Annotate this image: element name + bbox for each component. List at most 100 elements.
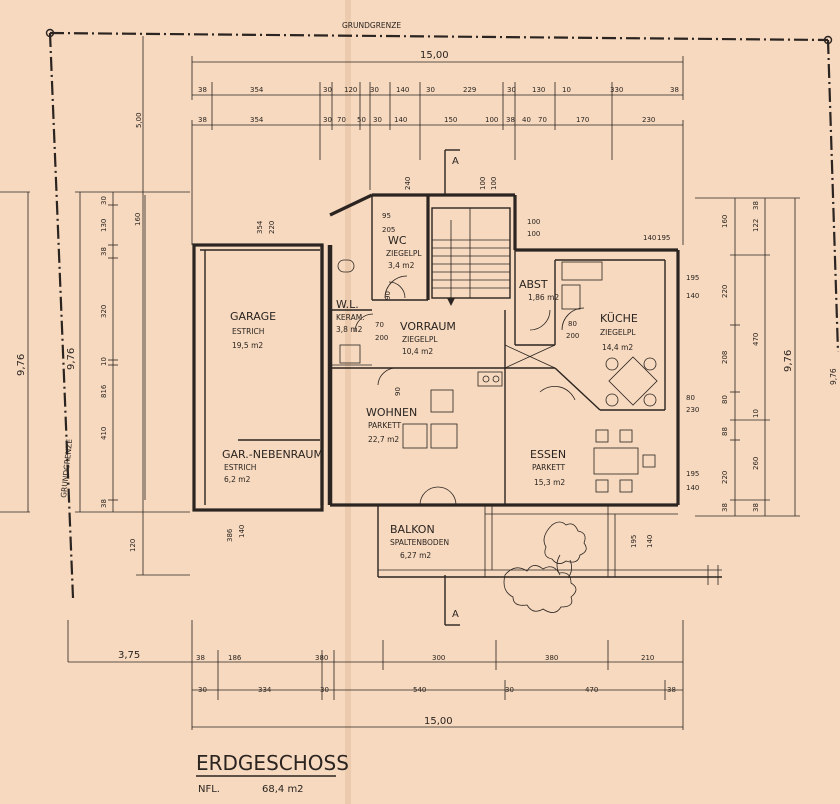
svg-text:320: 320: [100, 305, 108, 318]
room-vorraum: VORRAUM ZIEGELPL 10,4 m2: [400, 320, 456, 356]
dim-depth-right-outer: 9,76: [829, 368, 838, 385]
svg-text:230: 230: [686, 406, 699, 414]
svg-text:ZIEGELPL: ZIEGELPL: [386, 249, 422, 258]
dimension-chain-left: [0, 191, 190, 513]
svg-text:70: 70: [337, 116, 346, 124]
setback-dimension: [136, 36, 190, 576]
svg-text:120: 120: [344, 86, 357, 94]
svg-text:220: 220: [721, 471, 729, 484]
svg-text:ESSEN: ESSEN: [530, 448, 566, 461]
boundary-label-top: GRUNDGRENZE: [342, 21, 401, 30]
dimension-chain-bottom: [67, 620, 684, 730]
room-wc-ziegel: WC ZIEGELPL 3,4 m2: [386, 234, 422, 270]
dimension-row-bottom-2: 30 334 30 540 30 470 38: [198, 686, 676, 694]
room-gar-nebenraum: GAR.-NEBENRAUM ESTRICH 6,2 m2: [222, 448, 323, 484]
section-marker-bottom: A: [452, 609, 459, 620]
dim-depth-right: 9,76: [783, 350, 794, 372]
dimension-chain-top: [191, 56, 684, 245]
svg-text:195: 195: [686, 470, 699, 478]
room-essen: ESSEN PARKETT 15,3 m2: [530, 448, 566, 487]
dimension-chain-right: [695, 197, 800, 517]
room-garage: GARAGE ESTRICH 19,5 m2: [230, 310, 276, 350]
svg-text:140: 140: [646, 535, 654, 548]
svg-text:330: 330: [610, 86, 623, 94]
svg-text:186: 186: [228, 654, 242, 662]
room-wohnen: WOHNEN PARKETT 22,7 m2: [366, 406, 417, 444]
svg-text:38: 38: [198, 116, 207, 124]
dimension-row-top-1: 38 354 30 120 30 140 30 229 30 130 10 33…: [198, 86, 679, 94]
svg-text:30: 30: [323, 116, 332, 124]
svg-text:130: 130: [100, 219, 108, 232]
svg-text:10: 10: [100, 357, 108, 366]
room-balkon: BALKON SPALTENBODEN 6,27 m2: [390, 523, 449, 560]
svg-text:160: 160: [721, 215, 729, 228]
svg-text:70: 70: [538, 116, 547, 124]
svg-text:160: 160: [134, 213, 142, 226]
svg-text:VORRAUM: VORRAUM: [400, 320, 456, 333]
svg-text:140: 140: [396, 86, 409, 94]
svg-text:80: 80: [721, 395, 729, 404]
svg-text:38: 38: [670, 86, 679, 94]
svg-text:230: 230: [642, 116, 655, 124]
svg-text:PARKETT: PARKETT: [368, 421, 401, 430]
svg-text:140: 140: [394, 116, 407, 124]
svg-text:200: 200: [375, 334, 388, 342]
dimension-ticks-top: [211, 82, 613, 190]
svg-text:40: 40: [522, 116, 531, 124]
svg-text:122: 122: [752, 219, 760, 232]
svg-text:38: 38: [198, 86, 207, 94]
dim-setback-left: 3,75: [118, 650, 140, 661]
svg-text:70: 70: [375, 321, 384, 329]
svg-text:210: 210: [641, 654, 654, 662]
svg-text:195: 195: [630, 535, 638, 548]
nfl-value: 68,4 m2: [262, 784, 304, 795]
svg-text:50: 50: [357, 116, 366, 124]
dim-top-total: 15,00: [420, 50, 449, 61]
svg-text:140: 140: [643, 234, 656, 242]
svg-text:38: 38: [667, 686, 676, 694]
svg-text:354: 354: [250, 86, 264, 94]
svg-text:90: 90: [384, 291, 392, 300]
svg-text:38: 38: [752, 201, 760, 210]
svg-text:200: 200: [566, 332, 579, 340]
svg-text:22,7 m2: 22,7 m2: [368, 435, 399, 444]
balcony: [377, 505, 722, 585]
svg-text:205: 205: [382, 226, 395, 234]
svg-text:30: 30: [373, 116, 382, 124]
dim-bottom-total: 15,00: [424, 716, 453, 727]
svg-text:38: 38: [721, 503, 729, 512]
nfl-label: NFL.: [198, 784, 220, 795]
furniture: [402, 356, 658, 493]
svg-text:WOHNEN: WOHNEN: [366, 406, 417, 419]
svg-text:PARKETT: PARKETT: [532, 463, 565, 472]
svg-text:170: 170: [576, 116, 589, 124]
svg-text:30: 30: [370, 86, 379, 94]
svg-text:220: 220: [721, 285, 729, 298]
svg-text:30: 30: [507, 86, 516, 94]
svg-text:95: 95: [382, 212, 391, 220]
svg-text:410: 410: [100, 427, 108, 440]
svg-text:30: 30: [426, 86, 435, 94]
svg-text:300: 300: [432, 654, 445, 662]
svg-text:816: 816: [100, 384, 108, 398]
svg-text:140: 140: [686, 292, 699, 300]
svg-text:KÜCHE: KÜCHE: [600, 312, 638, 325]
svg-text:14,4 m2: 14,4 m2: [602, 343, 633, 352]
svg-text:80: 80: [568, 320, 577, 328]
svg-text:KERAM.: KERAM.: [336, 313, 365, 322]
svg-text:540: 540: [413, 686, 426, 694]
svg-text:334: 334: [258, 686, 272, 694]
svg-text:140: 140: [238, 525, 246, 538]
svg-text:195: 195: [657, 234, 670, 242]
section-line-a: [444, 149, 460, 626]
section-marker-top: A: [452, 156, 459, 167]
svg-text:ESTRICH: ESTRICH: [232, 327, 264, 336]
svg-text:100: 100: [485, 116, 498, 124]
svg-text:ABST: ABST: [519, 278, 548, 291]
dimension-misc: 95 205 240 100 100 80 200 70 200 90 90 1…: [129, 177, 654, 552]
svg-text:100: 100: [490, 177, 498, 190]
dimension-column-left: 30 130 38 320 10 816 410 38 160 354 220: [100, 196, 276, 508]
svg-text:208: 208: [721, 351, 729, 364]
svg-text:GARAGE: GARAGE: [230, 310, 276, 323]
